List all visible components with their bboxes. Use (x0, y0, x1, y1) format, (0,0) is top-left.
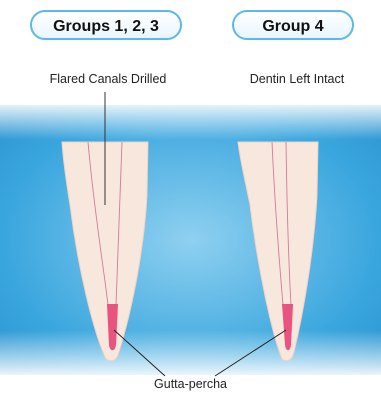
gutta-percha-label: Gutta-percha (0, 377, 381, 391)
caption-left: Flared Canals Drilled (28, 72, 188, 86)
group-label-right: Group 4 (232, 10, 354, 40)
caption-right: Dentin Left Intact (222, 72, 372, 86)
group-label-left: Groups 1, 2, 3 (30, 10, 182, 40)
